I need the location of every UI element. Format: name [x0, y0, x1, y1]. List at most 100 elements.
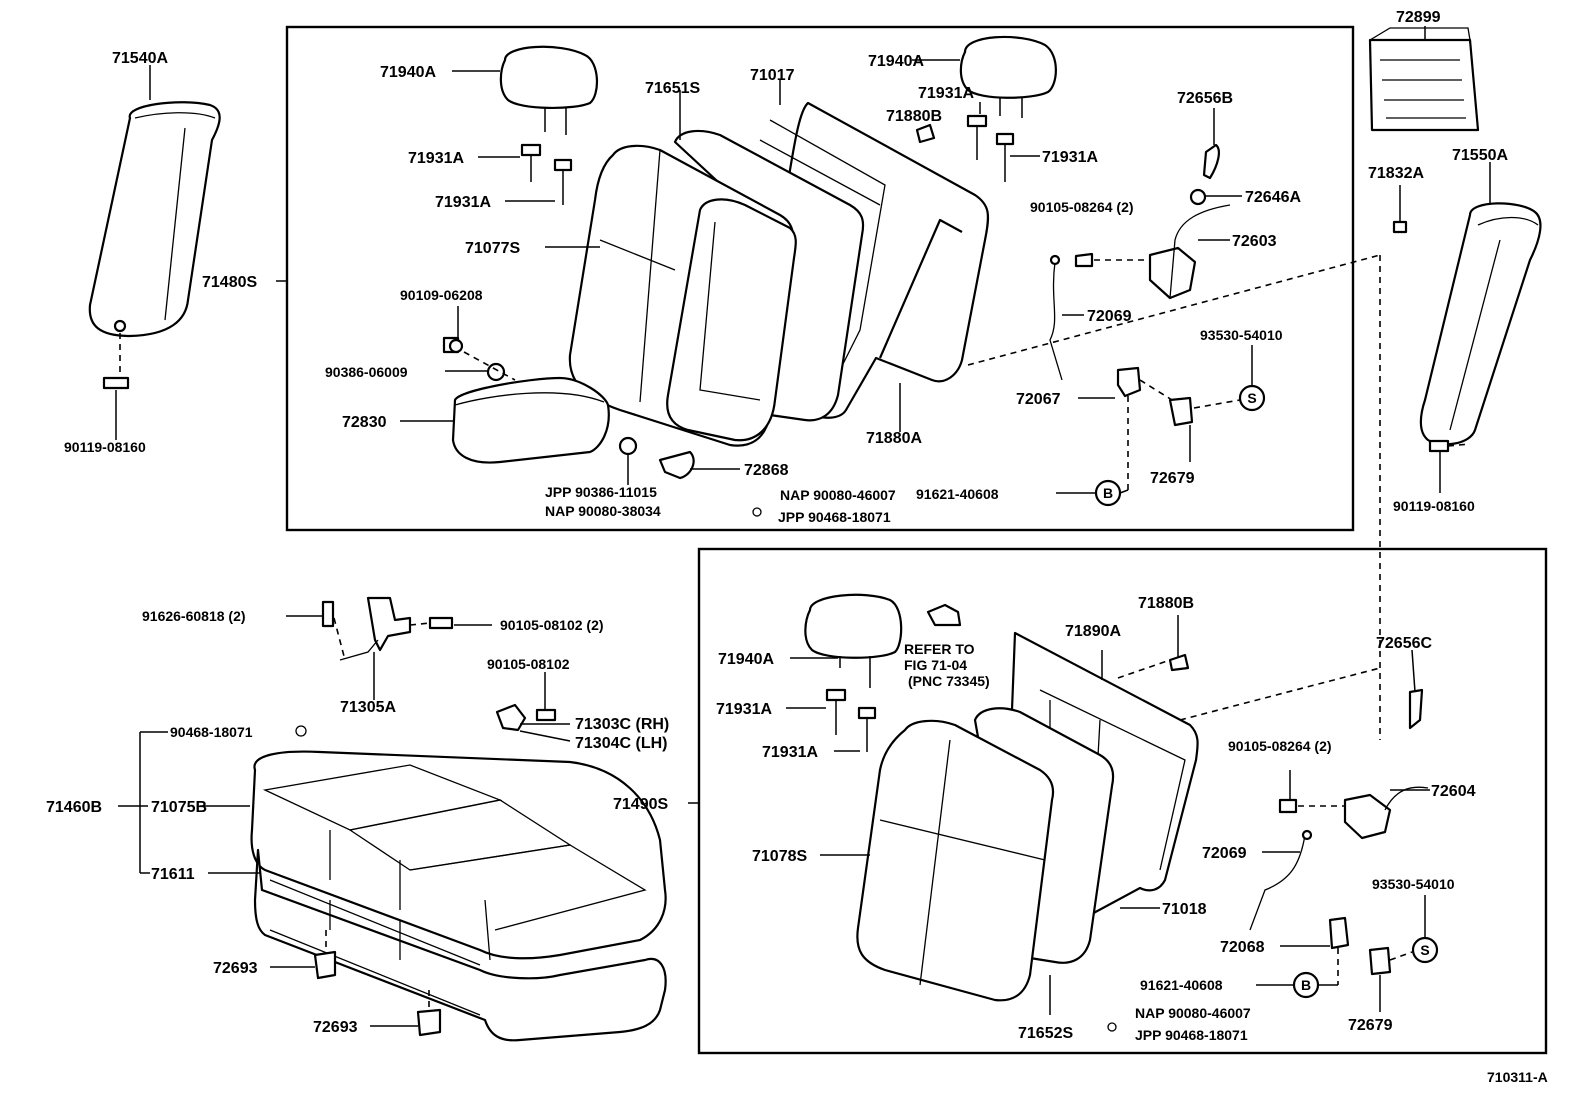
label-71490S: 71490S	[613, 796, 668, 813]
label-71931A-3: 71931A	[918, 85, 974, 102]
label-90119-08160-right: 90119-08160	[1393, 498, 1475, 514]
center-armrest-72830	[451, 376, 610, 464]
seat-cushion	[250, 750, 667, 1042]
label-jpp-90468-18071-upper: JPP 90468-18071	[778, 509, 891, 525]
label-71550A: 71550A	[1452, 147, 1508, 164]
seat-back-upper	[568, 101, 990, 447]
label-71480S: 71480S	[202, 274, 257, 291]
armrest-left	[88, 101, 221, 338]
headrest-upper-right	[959, 35, 1057, 118]
symbol-s-lower-text: S	[1420, 942, 1429, 958]
label-71880A: 71880A	[866, 430, 922, 447]
label-90119-08160-left: 90119-08160	[64, 439, 146, 455]
label-71078S: 71078S	[752, 848, 807, 865]
bolt-90119-08160-right	[1428, 439, 1471, 493]
headrest-lower	[804, 593, 903, 688]
label-jpp-90468-18071-lower: JPP 90468-18071	[1135, 1027, 1248, 1043]
label-72603: 72603	[1232, 233, 1277, 250]
label-90386-06009: 90386-06009	[325, 364, 408, 380]
label-71931A-2: 71931A	[435, 194, 491, 211]
label-71931A-5: 71931A	[716, 701, 772, 718]
label-71303C: 71303C (RH)	[575, 716, 669, 733]
release-lever-lower	[1249, 649, 1429, 976]
lower-group-frame	[697, 547, 1548, 1055]
label-90468-18071: 90468-18071	[170, 724, 253, 740]
label-90109-06208: 90109-06208	[400, 287, 483, 303]
label-71832A: 71832A	[1368, 165, 1424, 182]
label-72068: 72068	[1220, 939, 1265, 956]
label-72868: 72868	[744, 462, 789, 479]
bracket-71305A	[321, 596, 557, 732]
symbol-b-lower-text: B	[1301, 977, 1311, 993]
pad-72899	[1368, 27, 1480, 132]
label-71077S: 71077S	[465, 240, 520, 257]
callout-labels: 71540A 71480S 90119-08160 71940A 71931A …	[46, 9, 1548, 1085]
label-93530-54010-upper: 93530-54010	[1200, 327, 1283, 343]
label-71304C: 71304C (LH)	[575, 735, 667, 752]
label-72656B: 72656B	[1177, 90, 1233, 107]
label-90105-08102-2: 90105-08102 (2)	[500, 617, 604, 633]
headrest-guides-upper	[520, 114, 1015, 205]
label-71931A-6: 71931A	[762, 744, 818, 761]
label-71075B: 71075B	[151, 799, 207, 816]
label-72656C: 72656C	[1376, 635, 1432, 652]
label-71880B-lower: 71880B	[1138, 595, 1194, 612]
label-71940A-upper-left: 71940A	[380, 64, 436, 81]
label-71305A: 71305A	[340, 699, 396, 716]
clips-72693	[313, 950, 442, 1037]
label-72646A: 72646A	[1245, 189, 1301, 206]
label-91626-60818: 91626-60818 (2)	[142, 608, 246, 624]
label-72069-lower: 72069	[1202, 845, 1247, 862]
label-71940A-upper-right: 71940A	[868, 53, 924, 70]
label-72830: 72830	[342, 414, 387, 431]
label-71460B: 71460B	[46, 799, 102, 816]
armrest-right	[1419, 202, 1542, 446]
label-71540A: 71540A	[112, 50, 168, 67]
label-fig-71-04: FIG 71-04	[904, 657, 967, 673]
label-71611: 71611	[151, 866, 195, 883]
label-71880B: 71880B	[886, 108, 942, 125]
label-91621-40608-lower: 91621-40608	[1140, 977, 1223, 993]
symbol-s-upper-text: S	[1247, 390, 1256, 406]
label-71651S: 71651S	[645, 80, 700, 97]
headrest-guides-lower	[825, 688, 877, 752]
release-lever-upper	[1049, 108, 1231, 427]
label-72693-2: 72693	[313, 1019, 358, 1036]
label-71931A-1: 71931A	[408, 150, 464, 167]
label-nap-90080-38034: NAP 90080-38034	[545, 503, 661, 519]
label-71017: 71017	[750, 67, 795, 84]
label-93530-54010-lower: 93530-54010	[1372, 876, 1455, 892]
label-72693-1: 72693	[213, 960, 258, 977]
label-pnc-73345: (PNC 73345)	[908, 673, 990, 689]
label-71652S: 71652S	[1018, 1025, 1073, 1042]
label-refer-to: REFER TO	[904, 641, 975, 657]
label-71890A: 71890A	[1065, 623, 1121, 640]
label-90105-08264-lower: 90105-08264 (2)	[1228, 738, 1332, 754]
label-72067: 72067	[1016, 391, 1061, 408]
label-91621-40608-upper: 91621-40608	[916, 486, 999, 502]
bolt-71832A	[1392, 185, 1408, 234]
label-72679-lower: 72679	[1348, 1017, 1393, 1034]
label-nap-90080-46007-upper: NAP 90080-46007	[780, 487, 896, 503]
headrest-upper-left	[499, 45, 598, 135]
label-71018: 71018	[1162, 901, 1207, 918]
label-71940A-lower: 71940A	[718, 651, 774, 668]
bolt-90119-08160-left	[102, 376, 130, 440]
label-72604: 72604	[1431, 783, 1476, 800]
upper-group-frame	[285, 25, 1355, 532]
refer-clip	[926, 603, 962, 627]
seat-back-lower	[856, 631, 1199, 1002]
label-72069-upper: 72069	[1087, 308, 1132, 325]
label-71931A-4: 71931A	[1042, 149, 1098, 166]
label-72679-upper: 72679	[1150, 470, 1195, 487]
label-90105-08102: 90105-08102	[487, 656, 570, 672]
label-72899: 72899	[1396, 9, 1441, 26]
symbol-b-upper-text: B	[1103, 485, 1113, 501]
label-jpp-90386-11015: JPP 90386-11015	[545, 484, 657, 500]
label-90105-08264-upper: 90105-08264 (2)	[1030, 199, 1134, 215]
bolts-armrest	[442, 336, 695, 480]
diagram-id: 710311-A	[1487, 1069, 1548, 1085]
label-nap-90080-46007-lower: NAP 90080-46007	[1135, 1005, 1251, 1021]
